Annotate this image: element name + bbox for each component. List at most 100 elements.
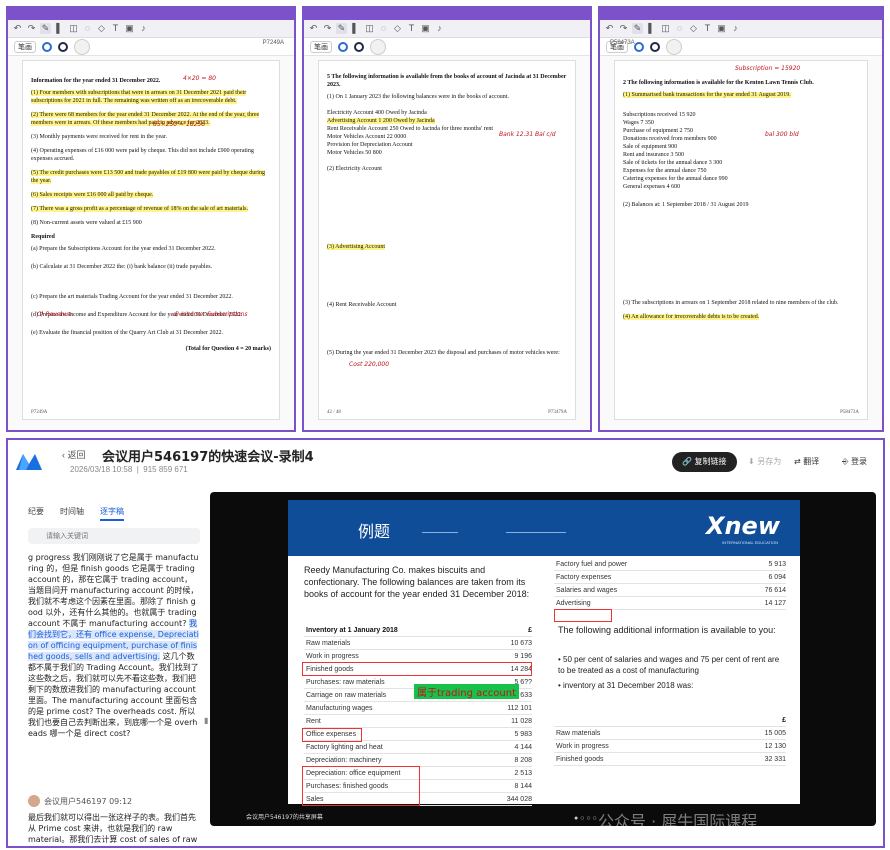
redo-icon[interactable]: ↷ — [323, 23, 332, 33]
pen-icon[interactable]: ✎ — [336, 23, 347, 34]
image-icon[interactable]: ▣ — [717, 23, 726, 33]
undo-icon[interactable]: ↶ — [309, 23, 318, 33]
color-blue-swatch[interactable] — [338, 41, 348, 52]
additional-info-text: The following additional information is … — [558, 625, 776, 635]
pen-icon[interactable]: ✎ — [632, 23, 643, 34]
login-button[interactable]: ⎆ 登录 — [842, 457, 867, 466]
lasso-icon[interactable]: ◌ — [84, 23, 91, 33]
view-tabs: 纪要 时间轴 逐字稿 — [28, 506, 124, 521]
shared-slide: 例题 Xnew INTERNATIONAL EDUCATION Reedy Ma… — [288, 500, 800, 806]
annotation-toolbar: ↶ ↷ ✎ ▌ ◫ ◌ ◇ T ▣ ♪ — [8, 20, 294, 38]
handwriting-annotation: 4×20 = 80 — [183, 75, 216, 82]
stroke-size-swatch[interactable] — [666, 38, 682, 55]
handwriting-annotation: bal 300 bld — [765, 131, 799, 138]
highlight-box — [302, 662, 532, 676]
row-value: 5 913 — [768, 561, 786, 568]
tab-transcript[interactable]: 逐字稿 — [100, 506, 124, 521]
stroke-size-swatch[interactable] — [370, 38, 386, 55]
collapse-handle-icon[interactable]: ▮ — [204, 716, 209, 725]
row-value: 8 144 — [514, 783, 532, 790]
highlighter-icon[interactable]: ▌ — [56, 23, 63, 33]
color-blue-swatch[interactable] — [634, 41, 644, 52]
text-icon[interactable]: T — [112, 23, 119, 33]
eraser-icon[interactable]: ◫ — [661, 23, 670, 33]
redo-icon[interactable]: ↷ — [619, 23, 628, 33]
shape-icon[interactable]: ◇ — [394, 23, 401, 33]
image-icon[interactable]: ▣ — [125, 23, 134, 33]
mic-icon[interactable]: ♪ — [733, 23, 738, 33]
list-item: Wages 7 350 — [623, 120, 654, 126]
list-item: Donations received from members 900 — [623, 136, 717, 142]
undo-icon[interactable]: ↶ — [605, 23, 614, 33]
save-as-button[interactable]: ⬇ 另存为 — [748, 457, 782, 466]
transcript-text[interactable]: g progress 我们刚刚说了它是属于 manufacturing 的，但是… — [28, 553, 199, 738]
color-dark-swatch[interactable] — [58, 41, 68, 52]
annotation-toolbar: ↶ ↷ ✎ ▌ ◫ ◌ ◇ T ▣ ♪ — [600, 20, 882, 38]
mic-icon[interactable]: ♪ — [141, 23, 146, 33]
annotation-toolbar: ↶ ↷ ✎ ▌ ◫ ◌ ◇ T ▣ ♪ — [304, 20, 590, 38]
row-value: 76 614 — [764, 587, 786, 594]
tablet-panel-2: ↶ ↷ ✎ ▌ ◫ ◌ ◇ T ▣ ♪ 笔画 5 The following i… — [302, 6, 592, 432]
lasso-icon[interactable]: ◌ — [676, 23, 683, 33]
shape-icon[interactable]: ◇ — [690, 23, 697, 33]
row-label: Depreciation: office equipment — [306, 770, 401, 777]
translate-button[interactable]: ⇄ 翻译 — [794, 457, 820, 466]
transcript-text[interactable]: 最后我们就可以得出一张这样子的表。我们首先从 Prime cost 来讲，也就是… — [28, 813, 198, 844]
text-icon[interactable]: T — [704, 23, 711, 33]
lasso-icon[interactable]: ◌ — [380, 23, 387, 33]
pen-icon[interactable]: ✎ — [40, 23, 51, 34]
undo-icon[interactable]: ↶ — [13, 23, 22, 33]
highlighter-icon[interactable]: ▌ — [352, 23, 359, 33]
pen-style-select[interactable]: 笔画 — [310, 40, 332, 53]
tablet-panel-3: ↶ ↷ ✎ ▌ ◫ ◌ ◇ T ▣ ♪ 笔画 P58473A 2 The fol… — [598, 6, 884, 432]
row-value: 32 331 — [764, 756, 786, 763]
list-item: (1) Four members with subscriptions that… — [31, 90, 247, 104]
page-number: 42 / 48 — [327, 410, 341, 415]
list-item: Sale of tickets for the annual dance 3 3… — [623, 160, 723, 166]
redo-icon[interactable]: ↷ — [27, 23, 36, 33]
tab-summary[interactable]: 纪要 — [28, 507, 44, 516]
color-blue-swatch[interactable] — [42, 41, 52, 52]
eraser-icon[interactable]: ◫ — [365, 23, 374, 33]
list-item: (2) There were 68 members for the year e… — [31, 112, 260, 126]
eraser-icon[interactable]: ◫ — [69, 23, 78, 33]
pen-style-select[interactable]: 笔画 — [14, 40, 36, 53]
page-footer: P58473A — [840, 410, 859, 415]
list-item: (4) Operating expenses of £16 000 were p… — [31, 148, 254, 162]
stroke-size-swatch[interactable] — [74, 38, 90, 55]
exam-page[interactable]: 2 The following information is available… — [614, 60, 868, 420]
divider — [422, 532, 458, 533]
watermark: 公众号 · 犀牛国际课程 — [598, 812, 758, 826]
row-value: 10 673 — [510, 640, 532, 647]
pen-style-select[interactable]: 笔画 — [606, 40, 628, 53]
bullet-list: • 50 per cent of salaries and wages and … — [558, 654, 786, 691]
question-heading: 2 The following information is available… — [623, 80, 814, 86]
image-icon[interactable]: ▣ — [421, 23, 430, 33]
shape-icon[interactable]: ◇ — [98, 23, 105, 33]
page-footer: P7249A — [31, 410, 48, 415]
page-title: 会议用户546197的快速会议-录制4 — [102, 450, 314, 465]
search-input[interactable] — [28, 528, 200, 544]
exam-page[interactable]: 5 The following information is available… — [318, 60, 576, 420]
color-dark-swatch[interactable] — [650, 41, 660, 52]
exam-page[interactable]: Information for the year ended 31 Decemb… — [22, 60, 280, 420]
tab-timeline[interactable]: 时间轴 — [60, 507, 84, 516]
video-player[interactable]: 例题 Xnew INTERNATIONAL EDUCATION Reedy Ma… — [210, 492, 876, 826]
back-button[interactable]: ‹ 返回 — [62, 450, 86, 460]
row-label: Purchases: raw materials — [306, 679, 385, 686]
list-item: (b) Calculate at 31 December 2022 the: (… — [31, 264, 213, 270]
color-dark-swatch[interactable] — [354, 41, 364, 52]
mic-icon[interactable]: ♪ — [437, 23, 442, 33]
highlighter-icon[interactable]: ▌ — [648, 23, 655, 33]
list-item: (1) On 1 January 2023 the following bala… — [327, 94, 509, 100]
text-icon[interactable]: T — [408, 23, 415, 33]
copy-link-button[interactable]: 🔗 复制链接 — [672, 452, 737, 472]
